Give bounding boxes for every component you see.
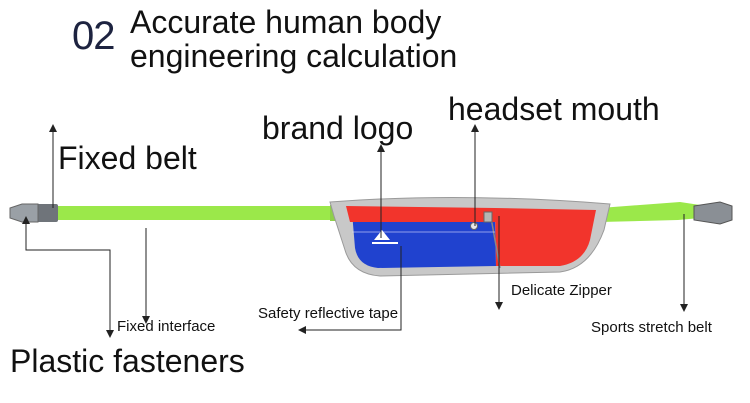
label-fixed-belt: Fixed belt [58,140,197,176]
label-headset-mouth: headset mouth [448,91,660,127]
section-number: 02 [72,14,115,58]
right-buckle [693,201,733,225]
label-plastic-fasteners: Plastic fasteners [10,343,245,379]
label-brand-logo: brand logo [262,110,414,146]
heading-line-1: Accurate human body [130,4,442,40]
right-belt-strap [600,202,700,222]
zipper-pull-icon [483,211,493,223]
left-belt-strap [50,206,340,220]
label-safety-reflective-tape: Safety reflective tape [258,305,399,322]
label-sports-stretch-belt: Sports stretch belt [591,319,712,336]
headset-port-icon [470,222,478,230]
brand-logo-mark [372,230,398,244]
red-top-strip [346,206,496,222]
label-fixed-interface: Fixed interface [117,318,216,335]
red-side-panel [495,208,596,266]
left-adjuster [36,204,58,222]
blue-pocket [352,212,496,268]
heading-line-2: engineering calculation [130,38,458,74]
left-buckle [9,203,39,223]
reflective-tape-leader [304,246,402,331]
label-delicate-zipper: Delicate Zipper [511,282,612,299]
plastic-fasteners-leader [25,222,111,332]
